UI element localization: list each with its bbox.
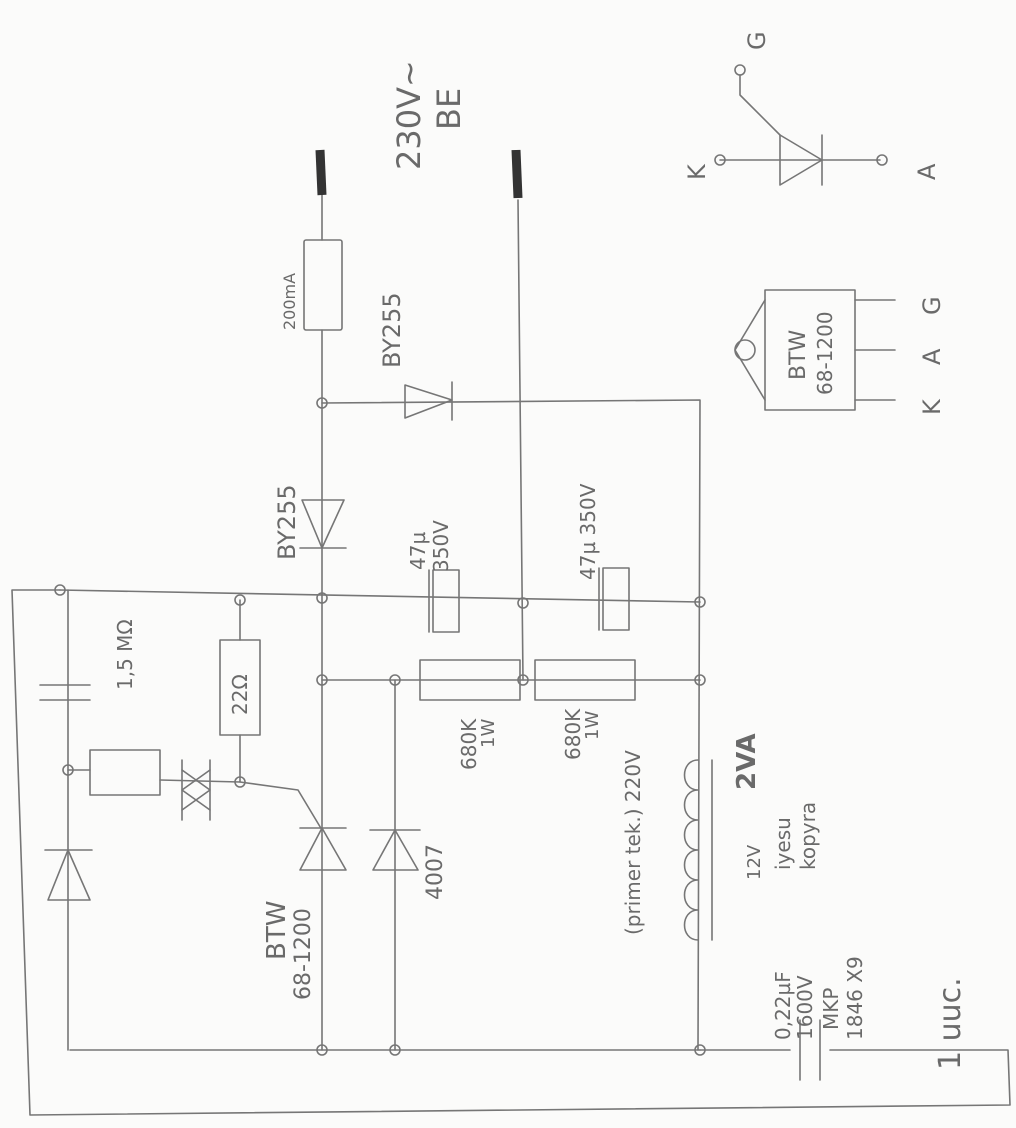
capacitor-left <box>39 684 91 701</box>
capacitor-c1: 47µ 350V <box>406 520 460 633</box>
diac <box>181 759 211 821</box>
c-timing-type: MKP <box>819 988 843 1030</box>
r-gate-label: 1,5 MΩ <box>113 619 137 690</box>
diode-4007-label: 4007 <box>423 844 448 900</box>
thyristor-line2: 68-1200 <box>291 908 316 1000</box>
fuse: 200mA <box>280 239 343 331</box>
junctions <box>54 397 706 1056</box>
c-timing-voltage: 1600V <box>793 975 817 1040</box>
mains-code: BE <box>430 88 468 130</box>
c1-voltage: 350V <box>429 520 453 572</box>
thyristor-line1: BTW <box>262 901 292 960</box>
line-terminal <box>315 149 327 196</box>
package-pin-k: K <box>918 398 946 415</box>
pin-g: G <box>743 31 771 50</box>
footer-note: 1 uuc. <box>933 977 968 1070</box>
package-pin-g: G <box>918 296 946 315</box>
package-line2: 68-1200 <box>813 311 837 395</box>
c-timing-value: 0,22µF <box>771 971 795 1040</box>
resistor-box: 22Ω <box>219 639 261 736</box>
r2-value: 680K <box>561 708 585 760</box>
pin-k: K <box>683 163 711 180</box>
thyristor: BTW 68-1200 <box>262 827 347 1000</box>
diode-lower: BY255 <box>273 484 347 560</box>
diode-4007: 4007 <box>369 829 448 900</box>
c2-value: 47µ 350V <box>576 483 600 580</box>
c-timing-part: 1846 X9 <box>843 956 867 1040</box>
resistor-r1: 680K 1W <box>419 659 521 770</box>
diode-upper-label: BY255 <box>378 292 406 368</box>
c1-value: 47µ <box>406 532 430 570</box>
diode-lower-label: BY255 <box>273 484 301 560</box>
diode-upper: BY255 <box>378 292 453 421</box>
mains-voltage: 230V~ <box>390 60 428 170</box>
package-line1: BTW <box>786 329 811 380</box>
transformer-primary: (primer tek.) 220V <box>621 750 645 935</box>
transformer-note2: kopyra <box>796 802 820 870</box>
transformer: 2VA (primer tek.) 220V 12V iyesu kopyra <box>621 733 820 941</box>
resistor-gate: 1,5 MΩ <box>89 619 161 796</box>
capacitor-c2: 47µ 350V <box>576 483 630 631</box>
transformer-note1: iyesu <box>771 817 795 870</box>
mains-terminals <box>315 149 523 199</box>
wiring <box>11 194 1011 1116</box>
pin-a: A <box>913 163 941 180</box>
transformer-secondary: 12V <box>744 844 765 880</box>
r1-power: 1W <box>478 719 499 748</box>
fuse-label: 200mA <box>280 273 299 330</box>
r-box-label: 22Ω <box>228 674 252 715</box>
neutral-terminal <box>511 149 523 199</box>
r1-value: 680K <box>457 718 481 770</box>
package-drawing: BTW 68-1200 K A G <box>734 289 946 415</box>
resistor-r2: 680K 1W <box>534 659 636 760</box>
package-pin-a: A <box>918 348 946 365</box>
pinout-symbol: K A G <box>683 31 941 186</box>
r2-power: 1W <box>582 711 603 740</box>
capacitor-timing: 0,22µF 1600V MKP 1846 X9 <box>771 956 867 1081</box>
transformer-power: 2VA <box>732 733 762 790</box>
diode-left <box>44 849 93 901</box>
